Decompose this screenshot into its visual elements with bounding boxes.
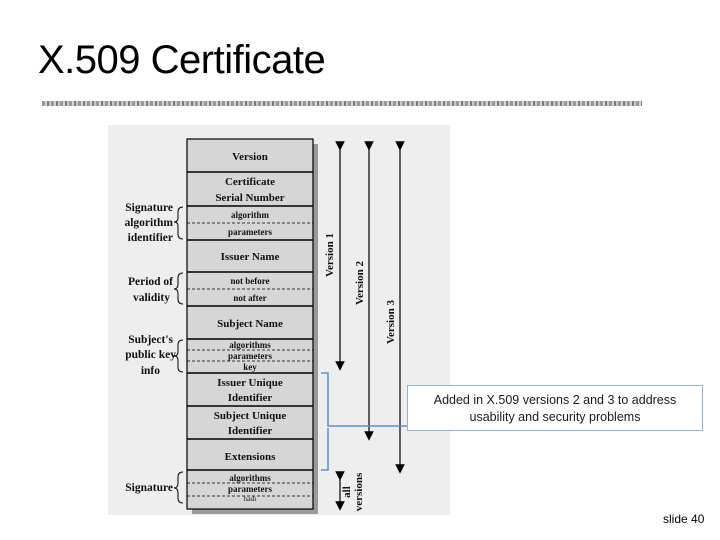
label-spki-line1: Subject's bbox=[128, 334, 173, 346]
slide-number: slide 40 bbox=[663, 512, 705, 526]
slide-title: X.509 Certificate bbox=[38, 38, 326, 82]
field-not-before: not before bbox=[230, 276, 269, 286]
field-subject-uid-line1: Subject Unique bbox=[214, 410, 287, 422]
field-issuer-uid-line1: Issuer Unique bbox=[217, 377, 283, 389]
callout-connector-lower bbox=[321, 428, 329, 471]
field-sig-algorithms: algorithms bbox=[229, 473, 271, 483]
field-pk-algorithms: algorithms bbox=[229, 340, 271, 350]
callout-note: Added in X.509 versions 2 and 3 to addre… bbox=[407, 385, 703, 431]
label-version-1: Version 1 bbox=[324, 233, 336, 277]
field-separators bbox=[187, 171, 313, 471]
field-pk-parameters: parameters bbox=[228, 351, 272, 361]
label-sig-alg-line2: algorithm bbox=[124, 217, 173, 229]
field-sig-algorithm: algorithm bbox=[231, 210, 269, 220]
callout-connector bbox=[321, 372, 407, 427]
left-braces bbox=[173, 206, 184, 504]
field-not-after: not after bbox=[233, 293, 266, 303]
label-period-line2: validity bbox=[133, 292, 170, 304]
field-pk-key: key bbox=[243, 362, 257, 372]
field-serial-line2: Serial Number bbox=[215, 192, 284, 204]
field-version: Version bbox=[232, 151, 268, 163]
label-version-2: Version 2 bbox=[354, 261, 366, 305]
label-spki-line2: public key bbox=[125, 349, 176, 361]
version-arrows bbox=[335, 141, 405, 511]
label-sig-alg-line1: Signature bbox=[125, 202, 173, 214]
field-serial-line1: Certificate bbox=[225, 176, 275, 188]
label-sig-alg-line3: identifier bbox=[128, 232, 173, 244]
callout-line1: Added in X.509 versions 2 and 3 to addre… bbox=[433, 393, 677, 407]
label-versions: versions bbox=[353, 472, 365, 511]
field-column bbox=[186, 138, 314, 510]
field-sig-hash: hash bbox=[244, 495, 257, 503]
field-subject-uid-line2: Identifier bbox=[228, 425, 273, 437]
field-issuer-name: Issuer Name bbox=[221, 251, 280, 263]
label-signature: Signature bbox=[125, 482, 173, 494]
field-subject-name: Subject Name bbox=[217, 318, 283, 330]
label-spki-line3: info bbox=[141, 365, 160, 377]
title-divider bbox=[42, 101, 642, 106]
field-sig-params-2: parameters bbox=[228, 484, 272, 494]
callout-line2: usability and security problems bbox=[469, 410, 641, 424]
field-issuer-uid-line2: Identifier bbox=[228, 392, 273, 404]
field-sig-parameters: parameters bbox=[228, 227, 272, 237]
field-extensions: Extensions bbox=[225, 451, 276, 463]
label-all: all bbox=[341, 486, 353, 498]
label-period-line1: Period of bbox=[128, 276, 173, 288]
label-version-3: Version 3 bbox=[385, 300, 397, 344]
subfield-separators bbox=[187, 222, 313, 497]
